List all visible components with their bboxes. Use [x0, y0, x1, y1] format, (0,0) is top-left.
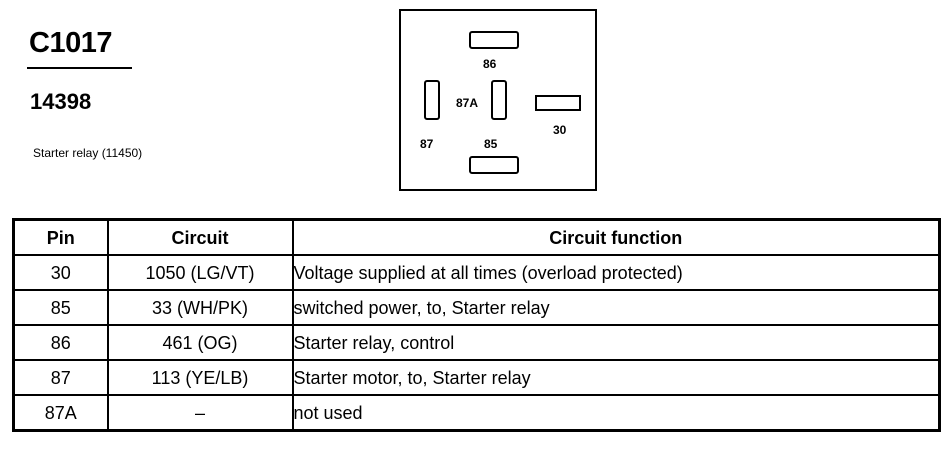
pin-cell: 87A: [12, 394, 109, 432]
function-cell: Starter motor, to, Starter relay: [291, 359, 941, 396]
table-row: 87A – not used: [12, 394, 941, 432]
pin-label-30: 30: [553, 123, 567, 137]
circuit-cell: 461 (OG): [106, 324, 294, 361]
function-cell: switched power, to, Starter relay: [291, 289, 941, 326]
header-circuit-function: Circuit function: [291, 218, 941, 256]
pin-cell: 86: [12, 324, 109, 361]
terminal-87a: [491, 80, 507, 120]
part-number: 14398: [30, 89, 92, 114]
circuit-cell: 113 (YE/LB): [106, 359, 294, 396]
function-cell: Starter relay, control: [291, 324, 941, 361]
pin-label-87: 87: [420, 137, 434, 151]
pinout-table: Pin Circuit Circuit function 30 1050 (LG…: [12, 218, 941, 432]
table-row: 87 113 (YE/LB) Starter motor, to, Starte…: [12, 359, 941, 396]
terminal-30: [535, 95, 581, 111]
table-header-row: Pin Circuit Circuit function: [12, 218, 941, 256]
pin-label-85: 85: [484, 137, 498, 151]
header-circuit: Circuit: [106, 218, 294, 256]
pin-cell: 30: [12, 254, 109, 291]
table-row: 86 461 (OG) Starter relay, control: [12, 324, 941, 361]
connector-face-view: 86 87 87A 85 30: [399, 9, 597, 191]
pin-label-87a: 87A: [456, 96, 479, 110]
circuit-cell: 33 (WH/PK): [106, 289, 294, 326]
terminal-86: [469, 31, 519, 49]
table-row: 85 33 (WH/PK) switched power, to, Starte…: [12, 289, 941, 326]
connector-id-underline: [27, 67, 132, 69]
pin-label-86: 86: [483, 57, 497, 71]
table-row: 30 1050 (LG/VT) Voltage supplied at all …: [12, 254, 941, 291]
terminal-87: [424, 80, 440, 120]
circuit-cell: –: [106, 394, 294, 432]
circuit-cell: 1050 (LG/VT): [106, 254, 294, 291]
function-cell: Voltage supplied at all times (overload …: [291, 254, 941, 291]
terminal-85: [469, 156, 519, 174]
function-cell: not used: [291, 394, 941, 432]
pin-cell: 85: [12, 289, 109, 326]
component-description: Starter relay (11450): [33, 146, 143, 160]
header-pin: Pin: [12, 218, 109, 256]
pin-cell: 87: [12, 359, 109, 396]
connector-id: C1017: [29, 27, 112, 59]
